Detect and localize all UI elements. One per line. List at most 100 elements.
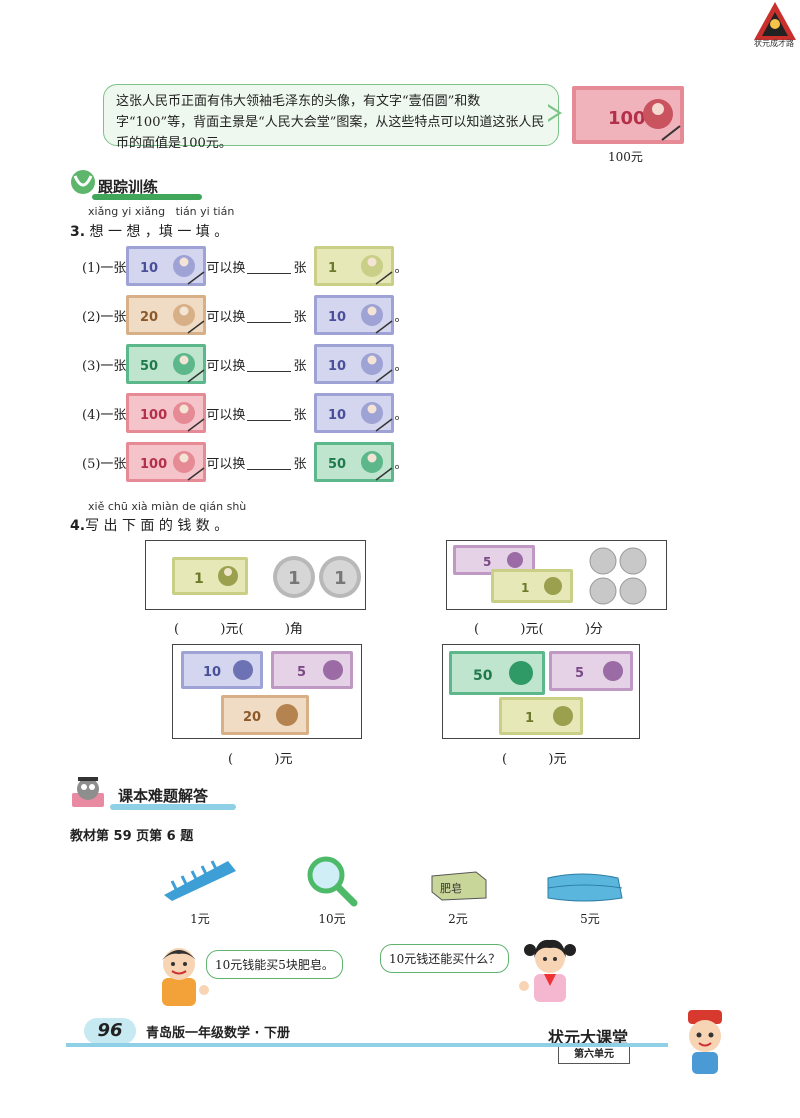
row-unit: 张 [293, 407, 307, 423]
answer-blank[interactable] [247, 259, 292, 274]
row-unit: 张 [293, 358, 307, 374]
fen-coins-icon [589, 547, 647, 605]
money-box-3: 10 5 20 [172, 644, 362, 739]
comb-icon [164, 860, 236, 901]
svg-text:1: 1 [328, 261, 337, 276]
row-end: 。 [394, 260, 408, 276]
ten-yuan-bill-icon: 10 [126, 246, 207, 286]
ten-yuan-bill-icon: 10 [314, 295, 395, 335]
boy-speech-bubble: 10元钱能买5块肥皂。 [206, 950, 343, 979]
q3-pinyin: xiǎng yi xiǎng tián yi tián [88, 205, 235, 218]
soap-icon: 肥皂 [431, 871, 487, 901]
money-box-2: 5 1 [446, 540, 667, 610]
unit-label: 第六单元 [558, 1046, 630, 1064]
page-number: 96 [84, 1018, 136, 1044]
brand-name: 状元大课堂 [548, 1028, 629, 1047]
row-unit: 张 [293, 260, 307, 276]
row-middle: 可以换 [206, 407, 246, 423]
svg-text:100: 100 [608, 108, 646, 129]
row-prefix: (2)一张 [82, 309, 127, 325]
section-title-tracking: 跟踪训练 [98, 178, 159, 196]
comb-price: 1元 [190, 912, 210, 926]
ten-yuan-bill-icon: 10 [314, 393, 395, 433]
row-end: 。 [394, 456, 408, 472]
hundred-yuan-bill-icon: 100 [126, 393, 207, 433]
row-prefix: (5)一张 [82, 456, 127, 472]
svg-text:1: 1 [288, 568, 301, 589]
fifty-yuan-bill-icon: 50 [126, 344, 207, 384]
money-box-4: 50 5 1 [442, 644, 640, 739]
row-end: 。 [394, 407, 408, 423]
hundred-yuan-bill-icon: 100 [572, 86, 684, 144]
ten-yuan-bill-icon: 10 [314, 344, 395, 384]
row-end: 。 [394, 309, 408, 325]
svg-text:50: 50 [328, 457, 346, 472]
towel-price: 5元 [580, 912, 600, 926]
logo-text: 状元成才路 [754, 39, 794, 48]
towel-icon [547, 873, 623, 902]
svg-text:20: 20 [243, 710, 261, 725]
one-yuan-bill-icon: 1 [499, 697, 583, 735]
one-yuan-bill-icon: 1 [314, 246, 395, 286]
svg-text:50: 50 [473, 668, 493, 684]
row-prefix: (3)一张 [82, 358, 127, 374]
row-prefix: (1)一张 [82, 260, 127, 276]
twenty-yuan-bill-icon: 20 [221, 695, 309, 735]
svg-text:1: 1 [334, 568, 347, 589]
reading-owl-icon [72, 777, 104, 807]
publisher-logo-icon [754, 2, 796, 40]
row-prefix: (4)一张 [82, 407, 127, 423]
answer-blank[interactable] [247, 455, 292, 470]
row-middle: 可以换 [206, 358, 246, 374]
row-unit: 张 [293, 456, 307, 472]
answer-line-4: ( )元 [502, 752, 567, 767]
mascot-character-icon [688, 1010, 722, 1074]
q4-title: 4.写 出 下 面 的 钱 数 。 [70, 518, 229, 534]
fifty-yuan-bill-icon: 50 [449, 651, 545, 695]
intro-explanation: 这张人民币正面有伟大领袖毛泽东的头像，有文字“壹佰圆”和数字“100”等，背面主… [103, 84, 559, 151]
hundred-yuan-bill-icon: 100 [126, 442, 207, 482]
twenty-yuan-bill-icon: 20 [126, 295, 207, 335]
magnifier-price: 10元 [318, 912, 346, 926]
svg-text:1: 1 [525, 711, 534, 726]
girl-character-icon [519, 939, 576, 1002]
book-title: 青岛版一年级数学 · 下册 [146, 1026, 290, 1041]
exercise-title: 教材第 59 页第 6 题 [70, 829, 194, 844]
section-title-textbook: 课本难题解答 [118, 787, 209, 805]
q3-row: (3)一张 50 可以换 张 10。 [82, 344, 442, 384]
ten-yuan-bill-icon: 10 [181, 651, 263, 689]
svg-text:50: 50 [140, 359, 158, 374]
answer-line-1: ( )元( )角 [174, 622, 303, 637]
five-yuan-bill-icon: 5 [453, 545, 535, 575]
svg-text:1: 1 [521, 581, 529, 595]
answer-blank[interactable] [247, 406, 292, 421]
row-middle: 可以换 [206, 260, 246, 276]
money-box-1: 1 1 1 [145, 540, 366, 610]
hundred-yuan-label: 100元 [608, 150, 643, 164]
five-yuan-bill-icon: 5 [549, 651, 633, 691]
row-middle: 可以换 [206, 309, 246, 325]
section-underline [110, 804, 236, 810]
answer-blank[interactable] [247, 357, 292, 372]
answer-blank[interactable] [247, 308, 292, 323]
svg-text:10: 10 [328, 310, 346, 325]
svg-text:20: 20 [140, 310, 158, 325]
section-underline [92, 194, 202, 200]
boy-character-icon [162, 948, 209, 1006]
one-yuan-bill-icon: 1 [172, 557, 248, 595]
svg-text:100: 100 [140, 408, 167, 423]
row-end: 。 [394, 358, 408, 374]
svg-text:5: 5 [297, 665, 306, 680]
q3-title: 3. 想 一 想 ，填 一 填 。 [70, 224, 229, 240]
svg-text:5: 5 [575, 666, 584, 681]
soap-price: 2元 [448, 912, 468, 926]
tracking-training-icon [71, 170, 95, 194]
one-yuan-coin-icon: 1 [319, 556, 361, 598]
fifty-yuan-bill-icon: 50 [314, 442, 395, 482]
svg-text:5: 5 [483, 555, 491, 569]
magnifier-icon [307, 856, 358, 907]
girl-speech-bubble: 10元钱还能买什么？ [380, 944, 510, 973]
